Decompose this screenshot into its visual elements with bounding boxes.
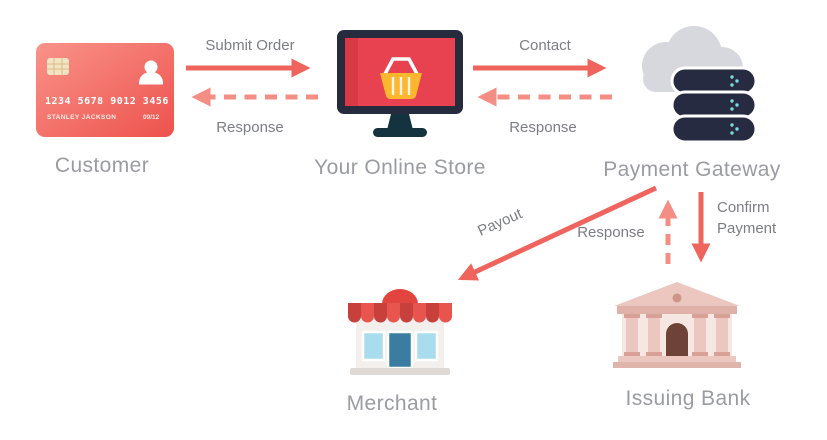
merchant-store-icon: [330, 282, 470, 382]
store-window-right: [414, 330, 439, 362]
arrow-label-contact: Contact: [519, 37, 571, 54]
card-holder: STANLEY JACKSON: [47, 114, 116, 121]
node-label-merchant: Merchant: [346, 392, 438, 415]
server-stack-icon: [670, 66, 758, 144]
node-label-store: Your Online Store: [314, 156, 486, 179]
bank-step-lower: [613, 362, 741, 368]
arrow-label-confirm-payment: Confirm Payment: [717, 199, 777, 237]
card-chip-icon: [47, 58, 69, 75]
card-body: [36, 43, 174, 137]
store-window-left: [361, 330, 386, 362]
arrow-label-response-left: Response: [216, 119, 284, 136]
arrow-label-response-mid: Response: [577, 224, 645, 241]
bank-step-upper: [618, 356, 736, 362]
bank-building-icon: [602, 278, 752, 378]
arrow-label-submit-order: Submit Order: [205, 37, 295, 54]
online-store-monitor-icon: [335, 28, 465, 150]
store-base: [350, 368, 450, 375]
node-label-customer: Customer: [54, 154, 150, 177]
bank-door: [666, 323, 688, 356]
store-door: [386, 330, 414, 370]
arrow-label-response-right: Response: [509, 119, 577, 136]
monitor-base: [373, 128, 427, 137]
payment-gateway-icon: [628, 22, 760, 150]
store-awning: [348, 303, 452, 323]
credit-card-icon: 1234 5678 9012 3456 STANLEY JACKSON 09/1…: [35, 42, 175, 138]
person-icon: [139, 60, 163, 85]
node-label-bank: Issuing Bank: [625, 387, 751, 410]
store-dome: [382, 289, 418, 304]
shopping-basket-icon: [380, 57, 422, 99]
bank-entablature: [617, 306, 737, 314]
arrow-label-payout: Payout: [475, 205, 525, 240]
bank-columns: [624, 314, 730, 356]
monitor-stand: [387, 114, 413, 128]
card-number: 1234 5678 9012 3456: [45, 96, 169, 107]
card-expiry: 09/12: [143, 114, 160, 121]
node-label-gateway: Payment Gateway: [603, 158, 781, 181]
